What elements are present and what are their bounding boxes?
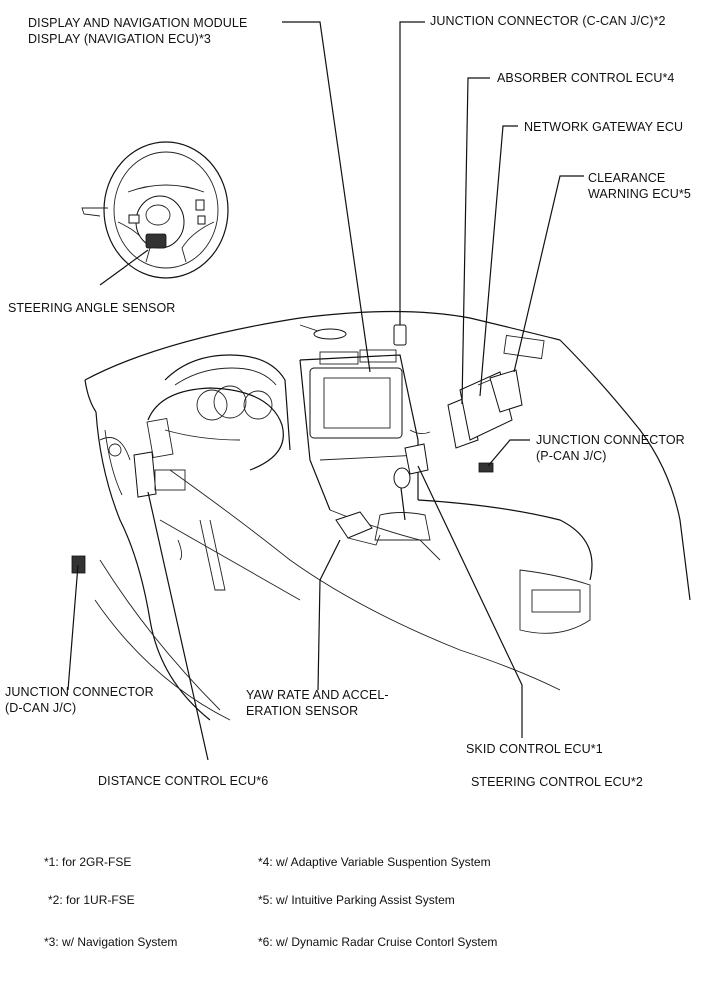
footnote-5: *5: w/ Intuitive Parking Assist System — [258, 893, 455, 907]
skid-control-ecu — [404, 443, 429, 475]
clearance-warning-ecu — [489, 369, 523, 413]
label-junction-connector-pcan: JUNCTION CONNECTOR (P-CAN J/C) — [536, 433, 685, 463]
dashboard-outline — [84, 310, 691, 721]
label-junction-connector-ccan: JUNCTION CONNECTOR (C-CAN J/C)*2 — [430, 14, 666, 28]
distance-control-ecu — [133, 451, 157, 498]
leader-lines — [67, 21, 584, 761]
junction-connector-dcan — [71, 555, 86, 574]
label-network-gateway-ecu: NETWORK GATEWAY ECU — [524, 120, 684, 134]
footnote-4: *4: w/ Adaptive Variable Suspention Syst… — [258, 855, 491, 869]
label-skid-control-ecu: SKID CONTROL ECU*1 — [466, 742, 603, 756]
label-absorber-control-ecu: ABSORBER CONTROL ECU*4 — [497, 71, 675, 85]
yaw-rate-sensor — [335, 511, 373, 539]
footnote-2: *2: for 1UR-FSE — [48, 893, 135, 907]
label-display-navigation-module: DISPLAY AND NAVIGATION MODULE DISPLAY (N… — [28, 16, 248, 46]
footnote-6: *6: w/ Dynamic Radar Cruise Contorl Syst… — [258, 935, 498, 949]
footnote-1: *1: for 2GR-FSE — [44, 855, 132, 869]
steering-wheel-inset — [81, 141, 229, 286]
label-clearance-warning-ecu: CLEARANCE WARNING ECU*5 — [588, 171, 691, 201]
label-steering-control-ecu: STEERING CONTROL ECU*2 — [471, 775, 643, 789]
label-junction-connector-dcan: JUNCTION CONNECTOR (D-CAN J/C) — [5, 685, 154, 715]
components — [71, 324, 523, 574]
footnote-3: *3: w/ Navigation System — [44, 935, 178, 949]
label-steering-angle-sensor: STEERING ANGLE SENSOR — [8, 301, 176, 315]
junction-connector-pcan — [478, 462, 494, 473]
junction-connector-ccan — [393, 324, 407, 346]
label-distance-control-ecu: DISTANCE CONTROL ECU*6 — [98, 774, 269, 788]
label-yaw-rate-sensor: YAW RATE AND ACCEL- ERATION SENSOR — [246, 688, 389, 718]
